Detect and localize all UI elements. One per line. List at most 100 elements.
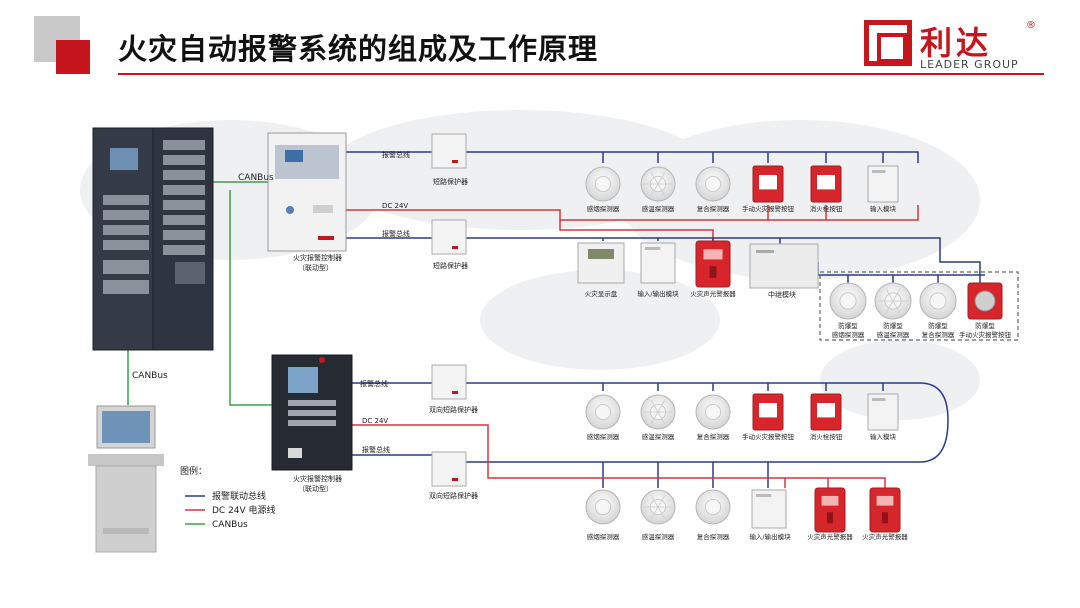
- row3-label-0: 感烟探测器: [587, 432, 620, 441]
- canbus-label-bottom: CANBus: [132, 371, 168, 381]
- controller2-label-b: （联动型）: [298, 484, 333, 493]
- row1-input-module: [867, 165, 899, 203]
- header-divider: [118, 73, 1044, 75]
- diagram-labels: CANBus CANBus 报警总线 DC 24V 报警总线 短路保护器 短路保…: [132, 150, 796, 500]
- row3-label-3: 手动火灾报警按钮: [742, 432, 795, 441]
- legend-title: 图例：: [180, 465, 207, 477]
- row1-manual-alarm-button: [752, 165, 784, 203]
- explosion-label-b-2: 复合探测器: [922, 330, 955, 339]
- logo-chinese-text: 利达: [920, 24, 993, 62]
- row4-label-3: 输入/输出模块: [749, 532, 791, 541]
- fire-alarm-controller-2: [271, 354, 353, 471]
- row1-label-4: 消火栓按钮: [810, 204, 843, 213]
- cabinet-screen: [110, 148, 138, 170]
- short-protector-label-2: 短路保护器: [433, 261, 468, 270]
- row4-label-0: 感烟探测器: [587, 532, 620, 541]
- explosion-label-a-0: 防爆型: [838, 321, 858, 330]
- alarm-bus-label-2: 报警总线: [382, 229, 410, 238]
- canbus-line-controller2: [229, 190, 272, 406]
- row3-hydrant-button: [810, 393, 842, 431]
- controller1-label-a: 火灾报警控制器: [293, 253, 342, 262]
- row1-combo-detector: [695, 166, 731, 202]
- row3-label-1: 感温探测器: [642, 432, 675, 441]
- legend-item-dc24v: DC 24V 电源线: [212, 504, 276, 516]
- row3-manual-alarm-button: [752, 393, 784, 431]
- controller1-label-b: （联动型）: [298, 263, 333, 272]
- short-protector-2: [431, 219, 467, 255]
- legend-item-canbus: CANBus: [212, 520, 248, 530]
- row4-io-module: [751, 489, 787, 529]
- row3-heat-detector: [640, 394, 676, 430]
- row4-label-4: 火灾声光警报器: [807, 532, 853, 541]
- alarm-bus-label-3: 报警总线: [360, 379, 388, 388]
- short-protector-1: [431, 133, 467, 169]
- explosion-label-b-0: 感烟探测器: [832, 330, 865, 339]
- fire-workstation: [88, 405, 164, 553]
- row4-label-1: 感温探测器: [642, 532, 675, 541]
- company-logo: 利达 ® LEADER GROUP: [864, 18, 1040, 72]
- alarm-bus-row2: [466, 237, 981, 283]
- field-devices: 感烟探测器感温探测器复合探测器手动火灾报警按钮消火栓按钮输入模块感烟探测器感温探…: [577, 165, 1012, 541]
- row3-label-4: 消火栓按钮: [810, 432, 843, 441]
- row3-smoke-detector: [585, 394, 621, 430]
- explosion-proof-smoke-detector: [829, 282, 867, 320]
- row1-label-1: 感温探测器: [642, 204, 675, 213]
- bi-protector-label-2: 双向短路保护器: [429, 491, 478, 500]
- row2-sounder-strobe: [695, 240, 731, 288]
- row1-label-5: 输入模块: [870, 204, 897, 213]
- control-cabinet: [92, 127, 214, 351]
- bidirectional-protector-1: [431, 364, 467, 400]
- fire-display-panel: [577, 242, 625, 284]
- row2-label-2: 火灾声光警报器: [690, 289, 736, 298]
- relay-module: [749, 243, 819, 289]
- row2-label-0: 火灾显示盘: [585, 289, 618, 298]
- explosion-proof-heat-detector: [874, 282, 912, 320]
- legend: 图例： 报警联动总线 DC 24V 电源线 CANBus: [180, 465, 276, 530]
- row4-combo-detector: [695, 489, 731, 525]
- row2-label-1: 输入/输出模块: [637, 289, 679, 298]
- row3-label-2: 复合探测器: [697, 432, 730, 441]
- row1-hydrant-button: [810, 165, 842, 203]
- row1-label-2: 复合探测器: [697, 204, 730, 213]
- alarm-bus-loop: [466, 382, 949, 463]
- row1-label-3: 手动火灾报警按钮: [742, 204, 795, 213]
- world-map-background: [80, 110, 980, 420]
- row4-label-5: 火灾声光警报器: [862, 532, 908, 541]
- alarm-bus-label-1: 报警总线: [382, 150, 410, 159]
- logo-mark-icon: [864, 20, 912, 66]
- explosion-label-a-1: 防爆型: [883, 321, 903, 330]
- wiring: [127, 151, 985, 488]
- row4-sounder-strobe-2: [869, 487, 901, 533]
- logo-registered-mark: ®: [1026, 20, 1036, 31]
- row1-smoke-detector: [585, 166, 621, 202]
- row3-combo-detector: [695, 394, 731, 430]
- row2-io-module: [640, 242, 676, 284]
- header-decor-red-square: [56, 40, 90, 74]
- legend-item-alarm-bus: 报警联动总线: [212, 490, 266, 502]
- fire-alarm-controller-1: [267, 132, 347, 252]
- short-protector-label-1: 短路保护器: [433, 177, 468, 186]
- explosion-label-a-3: 防爆型: [975, 321, 995, 330]
- row4-label-2: 复合探测器: [697, 532, 730, 541]
- row1-label-0: 感烟探测器: [587, 204, 620, 213]
- explosion-label-b-1: 感温探测器: [877, 330, 910, 339]
- row4-smoke-detector: [585, 489, 621, 525]
- dc24v-line-2: [352, 424, 886, 488]
- row3-label-5: 输入模块: [870, 432, 897, 441]
- controller2-label-a: 火灾报警控制器: [293, 474, 342, 483]
- explosion-proof-manual-button: [967, 282, 1003, 320]
- explosion-label-a-2: 防爆型: [928, 321, 948, 330]
- row3-input-module: [867, 393, 899, 431]
- bidirectional-protector-2: [431, 451, 467, 487]
- row4-sounder-strobe-1: [814, 487, 846, 533]
- bi-protector-label-1: 双向短路保护器: [429, 405, 478, 414]
- logo-english-text: LEADER GROUP: [920, 58, 1019, 71]
- dc24v-label-2: DC 24V: [362, 417, 388, 425]
- explosion-label-b-3: 手动火灾报警按钮: [959, 330, 1012, 339]
- explosion-proof-group-box: [819, 271, 1019, 341]
- alarm-bus-label-4: 报警总线: [362, 445, 390, 454]
- relay-module-label: 中继模块: [768, 290, 796, 299]
- canbus-label-top: CANBus: [238, 173, 274, 183]
- page-title: 火灾自动报警系统的组成及工作原理: [118, 32, 599, 66]
